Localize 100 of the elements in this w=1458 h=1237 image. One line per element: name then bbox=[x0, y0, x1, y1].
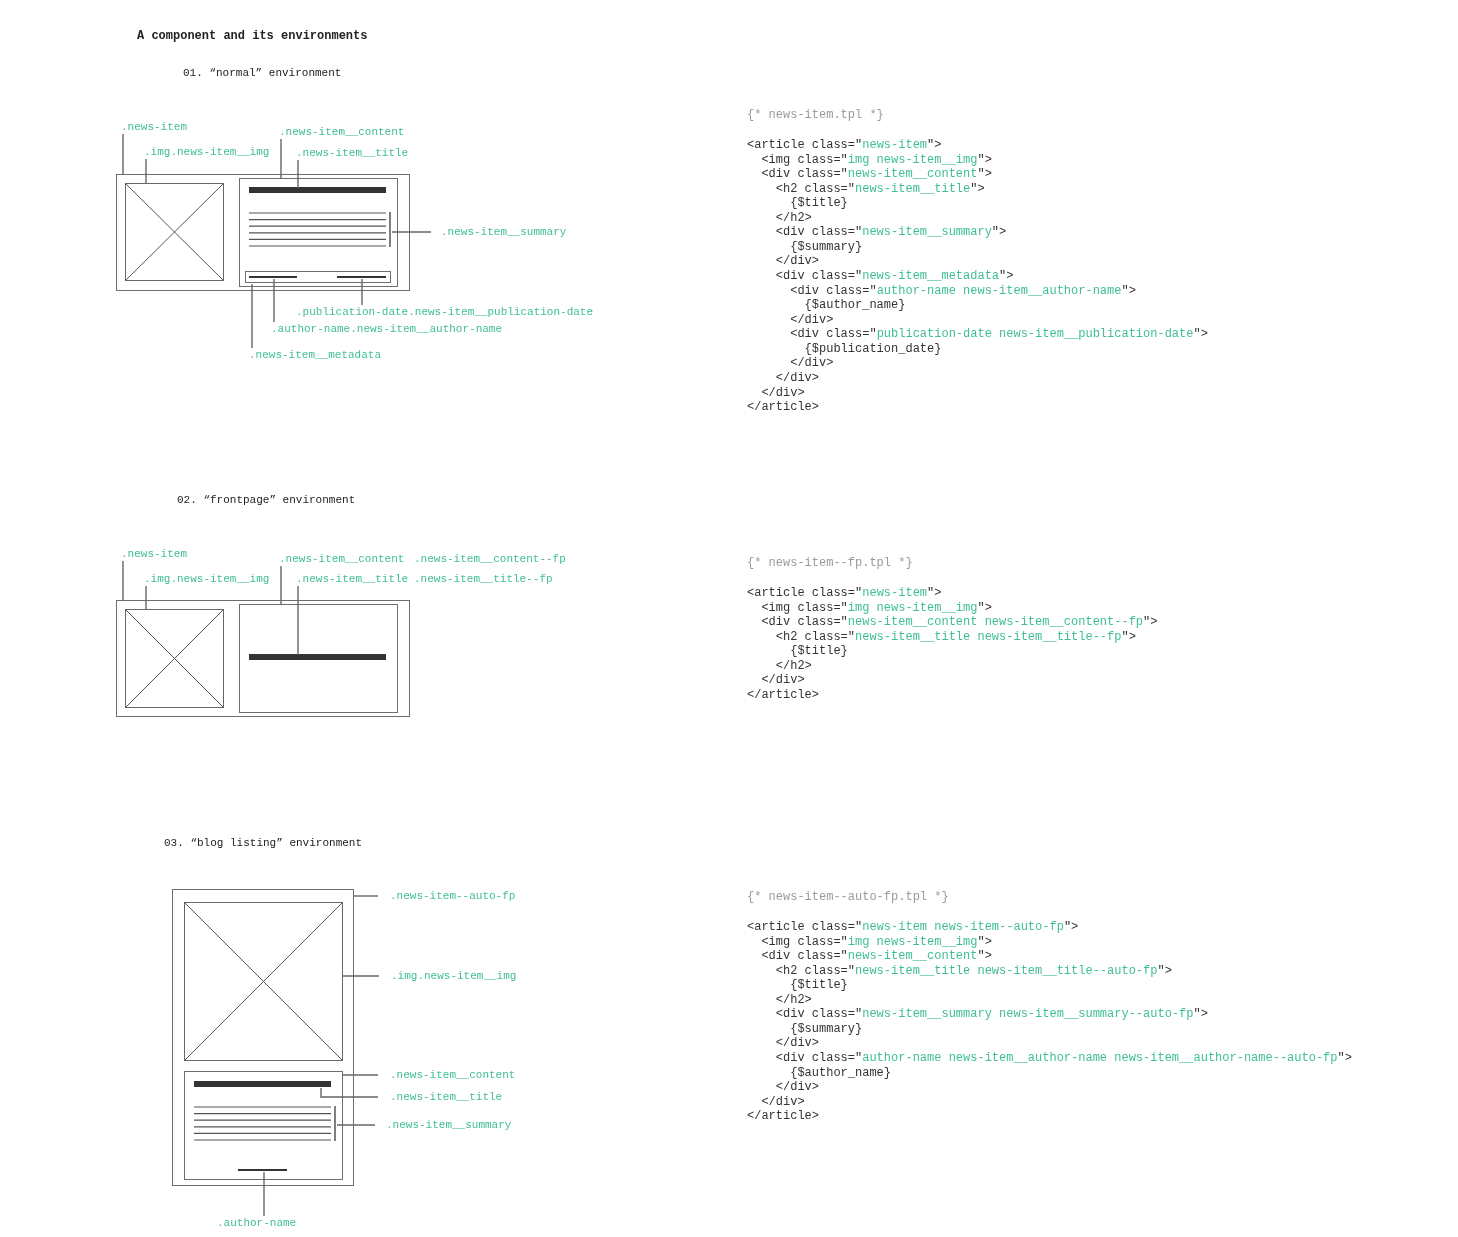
leader-line bbox=[297, 585, 299, 656]
class-label: .publication-date.news-item__publication-date bbox=[296, 305, 594, 319]
class-label: .news-item__content bbox=[279, 552, 405, 566]
text-lines-drawing bbox=[194, 1106, 336, 1141]
code-comment: {* news-item.tpl *} bbox=[747, 108, 884, 122]
author-line bbox=[248, 275, 297, 278]
code-line: <h2 class="news-item__title"> bbox=[775, 181, 985, 196]
leader-line bbox=[361, 278, 363, 306]
code-line: {$author_name} bbox=[790, 1065, 892, 1080]
code-line: </div> bbox=[775, 1036, 819, 1051]
code-line: <div class="news-item__content"> bbox=[761, 949, 992, 964]
title-bar bbox=[249, 654, 386, 660]
code-line: </article> bbox=[747, 687, 819, 702]
leader-line bbox=[273, 278, 275, 323]
class-label: .author-name bbox=[217, 1216, 297, 1230]
leader-line bbox=[122, 133, 124, 175]
class-label: .img.news-item__img bbox=[144, 572, 270, 586]
leader-line bbox=[342, 975, 380, 977]
class-label: .news-item__metadata bbox=[249, 348, 382, 362]
leader-line bbox=[336, 1124, 376, 1126]
class-label: .news-item__title bbox=[378, 1090, 503, 1104]
code-line: </article> bbox=[747, 400, 819, 415]
code-line: <article class="news-item"> bbox=[747, 138, 942, 152]
component-frame bbox=[116, 174, 410, 291]
class-label: .news-item bbox=[121, 120, 187, 134]
leader-line bbox=[320, 1087, 379, 1098]
class-label: .news-item__content bbox=[279, 125, 405, 139]
code-comment: {* news-item--fp.tpl *} bbox=[747, 556, 913, 570]
section-heading: 03. “blog listing” environment bbox=[164, 836, 363, 850]
class-label: .news-item__title bbox=[296, 146, 409, 160]
code-line: </div> bbox=[775, 1080, 819, 1095]
date-line bbox=[336, 275, 386, 278]
class-label: .news-item__summary bbox=[431, 225, 567, 239]
class-label: .img.news-item__img bbox=[379, 969, 517, 983]
code-line: {$publication_date} bbox=[804, 341, 942, 356]
code-line: <div class="news-item__summary news-item__summary--auto-fp"> bbox=[775, 1007, 1208, 1022]
class-label: .news-item__content--fp bbox=[414, 552, 566, 566]
class-label: .news-item__content bbox=[378, 1068, 516, 1082]
content-frame bbox=[238, 603, 398, 713]
class-label: .news-item__summary bbox=[375, 1118, 512, 1132]
component-frame bbox=[172, 889, 354, 1186]
code-line: <div class="news-item__metadata"> bbox=[775, 269, 1014, 284]
code-line: </div> bbox=[761, 1094, 805, 1109]
code-line: <div class="author-name news-item__author-name"> bbox=[790, 283, 1136, 298]
content-frame bbox=[183, 1070, 343, 1180]
metadata-frame bbox=[245, 271, 391, 283]
code-line: <div class="news-item__content news-item__content--fp"> bbox=[761, 615, 1158, 630]
leader-line bbox=[353, 895, 379, 897]
class-label: .author-name.news-item__author-name bbox=[271, 322, 503, 336]
code-line: </h2> bbox=[775, 658, 812, 673]
code-comment: {* news-item--auto-fp.tpl *} bbox=[747, 890, 949, 904]
code-line: </div> bbox=[790, 312, 834, 327]
component-frame bbox=[116, 600, 410, 717]
code-line: {$author_name} bbox=[804, 298, 906, 313]
code-line: {$title} bbox=[790, 978, 848, 993]
code-line: </h2> bbox=[775, 992, 812, 1007]
leader-line bbox=[122, 560, 124, 601]
leader-line bbox=[342, 1074, 379, 1076]
code-line: {$summary} bbox=[790, 1021, 863, 1036]
code-line: <div class="news-item__summary"> bbox=[775, 225, 1007, 240]
content-frame bbox=[238, 177, 398, 287]
leader-line bbox=[251, 283, 253, 349]
image-placeholder bbox=[183, 901, 343, 1061]
leader-line bbox=[280, 138, 282, 179]
code-line: <div class="news-item__content"> bbox=[761, 167, 992, 182]
leader-line bbox=[145, 158, 147, 184]
text-lines-drawing bbox=[249, 212, 391, 247]
class-label: .img.news-item__img bbox=[144, 145, 270, 159]
leader-line bbox=[145, 585, 147, 610]
code-line: <h2 class="news-item__title news-item__title--fp"> bbox=[775, 629, 1136, 644]
code-line: {$summary} bbox=[790, 239, 863, 254]
image-placeholder bbox=[124, 182, 224, 281]
leader-line bbox=[263, 1171, 265, 1217]
code-line: </div> bbox=[775, 254, 819, 269]
code-line: <div class="publication-date news-item__publication-date"> bbox=[790, 327, 1208, 342]
leader-line bbox=[297, 159, 299, 189]
class-label: .news-item__title bbox=[296, 572, 409, 586]
title-bar bbox=[249, 187, 386, 193]
code-line: <h2 class="news-item__title news-item__title--auto-fp"> bbox=[775, 963, 1172, 978]
code-line: <article class="news-item news-item--auto-fp"> bbox=[747, 920, 1079, 934]
class-label: .news-item__title--fp bbox=[414, 572, 553, 586]
code-line: <article class="news-item"> bbox=[747, 586, 942, 600]
code-line: </div> bbox=[775, 370, 819, 385]
title-bar bbox=[194, 1081, 331, 1087]
code-line: {$title} bbox=[790, 644, 848, 659]
code-line: </h2> bbox=[775, 210, 812, 225]
code-line: <div class="author-name news-item__author-name news-item__author-name--auto-fp"> bbox=[775, 1051, 1352, 1066]
code-line: </div> bbox=[761, 673, 805, 688]
code-line: </div> bbox=[761, 385, 805, 400]
class-label: .news-item bbox=[121, 547, 187, 561]
section-heading: 02. “frontpage” environment bbox=[177, 493, 356, 507]
image-placeholder bbox=[124, 608, 224, 708]
section-heading: 01. “normal” environment bbox=[183, 66, 342, 80]
page-title: A component and its environments bbox=[137, 28, 368, 44]
code-line: {$title} bbox=[790, 196, 848, 211]
code-line: <img class="img news-item__img"> bbox=[761, 934, 992, 949]
class-label: .news-item--auto-fp bbox=[378, 889, 516, 903]
code-line: </div> bbox=[790, 356, 834, 371]
leader-line bbox=[391, 231, 432, 233]
author-line bbox=[238, 1169, 287, 1171]
